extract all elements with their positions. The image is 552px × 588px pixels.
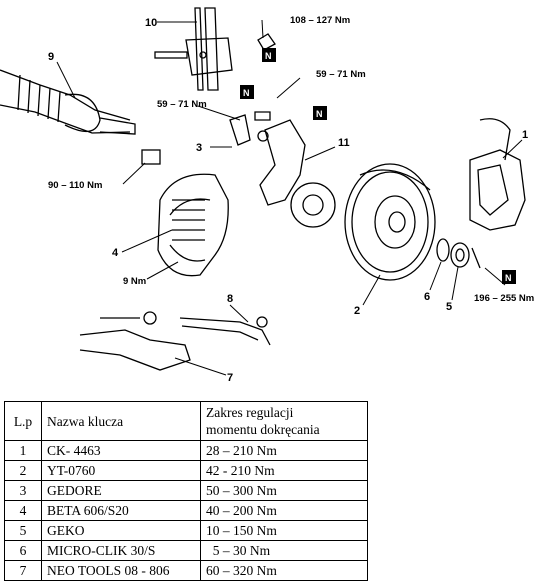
part-number-11: 11 — [338, 137, 350, 149]
header-lp: L.p — [4, 401, 42, 441]
cell-lp: 7 — [4, 560, 42, 581]
cell-name: GEKO — [41, 520, 201, 541]
part-number-1: 1 — [522, 129, 528, 141]
suspension-exploded-diagram: N N N N 10 9 3 11 1 4 2 6 5 8 7 108 – 12… — [0, 7, 534, 384]
cell-name: NEO TOOLS 08 - 806 — [41, 560, 201, 581]
cell-name: MICRO-CLIK 30/S — [41, 540, 201, 561]
torque-label-upper-right: 59 – 71 Nm — [316, 69, 366, 80]
new-part-marker: N — [262, 48, 276, 62]
table-row: 7 NEO TOOLS 08 - 806 60 – 320 Nm — [4, 560, 368, 581]
svg-text:N: N — [243, 88, 250, 98]
brake-disc-part — [344, 163, 436, 281]
cell-lp: 5 — [4, 520, 42, 541]
cell-range: 50 – 300 Nm — [200, 480, 368, 501]
torque-label-driveshaft: 90 – 110 Nm — [48, 180, 102, 191]
part-number-4: 4 — [112, 247, 119, 259]
torque-label-strut: 108 – 127 Nm — [290, 15, 350, 26]
cell-name: YT-0760 — [41, 460, 201, 481]
cell-name: GEDORE — [41, 480, 201, 501]
table-row: 5 GEKO 10 – 150 Nm — [4, 520, 368, 541]
header-range: Zakres regulacji momentu dokręcania — [200, 401, 368, 441]
header-range-line2: momentu dokręcania — [206, 422, 320, 437]
cell-name: CK- 4463 — [41, 440, 201, 461]
cell-name: BETA 606/S20 — [41, 500, 201, 521]
new-part-marker: N — [502, 270, 516, 284]
cell-range: 5 – 30 Nm — [200, 540, 368, 561]
table-row: 2 YT-0760 42 - 210 Nm — [4, 460, 368, 481]
tie-rod-part — [179, 316, 271, 346]
table-row: 6 MICRO-CLIK 30/S 5 – 30 Nm — [4, 540, 368, 561]
table-row: 1 CK- 4463 28 – 210 Nm — [4, 440, 368, 461]
svg-text:N: N — [265, 51, 272, 61]
drive-shaft-part — [0, 69, 161, 165]
torque-label-shield: 9 Nm — [123, 276, 146, 287]
part-number-5: 5 — [446, 301, 452, 313]
cell-range: 60 – 320 Nm — [200, 560, 368, 581]
header-name: Nazwa klucza — [41, 401, 201, 441]
strut-part — [154, 7, 276, 91]
part-number-3: 3 — [196, 142, 202, 154]
torque-label-upper-mid: 59 – 71 Nm — [157, 99, 207, 110]
cell-range: 10 – 150 Nm — [200, 520, 368, 541]
lower-arm-part — [79, 311, 191, 371]
cell-lp: 3 — [4, 480, 42, 501]
svg-text:N: N — [505, 273, 512, 283]
svg-text:N: N — [316, 109, 323, 119]
table-row: 3 GEDORE 50 – 300 Nm — [4, 480, 368, 501]
new-part-markers: N N N N — [240, 48, 516, 284]
knuckle-part — [229, 111, 336, 228]
table-header-row: L.p Nazwa klucza Zakres regulacji moment… — [4, 401, 368, 441]
torque-label-hub: 196 – 255 Nm — [474, 293, 534, 304]
cell-range: 42 - 210 Nm — [200, 460, 368, 481]
brake-caliper-part — [469, 118, 526, 231]
part-number-7: 7 — [227, 372, 233, 384]
part-number-2: 2 — [354, 305, 360, 317]
part-number-9: 9 — [48, 51, 54, 63]
cell-lp: 2 — [4, 460, 42, 481]
part-number-10: 10 — [145, 17, 157, 29]
cell-lp: 4 — [4, 500, 42, 521]
torque-wrench-table: L.p Nazwa klucza Zakres regulacji moment… — [4, 401, 368, 581]
dust-shield-part — [157, 173, 229, 277]
new-part-marker: N — [313, 106, 327, 120]
table-row: 4 BETA 606/S20 40 – 200 Nm — [4, 500, 368, 521]
cell-range: 28 – 210 Nm — [200, 440, 368, 461]
cell-lp: 6 — [4, 540, 42, 561]
hub-nut-part — [436, 238, 481, 269]
part-number-6: 6 — [424, 291, 430, 303]
header-range-line1: Zakres regulacji — [206, 405, 294, 420]
cell-range: 40 – 200 Nm — [200, 500, 368, 521]
cell-lp: 1 — [4, 440, 42, 461]
new-part-marker: N — [240, 85, 254, 99]
part-number-8: 8 — [227, 293, 233, 305]
leader-lines — [56, 19, 523, 376]
